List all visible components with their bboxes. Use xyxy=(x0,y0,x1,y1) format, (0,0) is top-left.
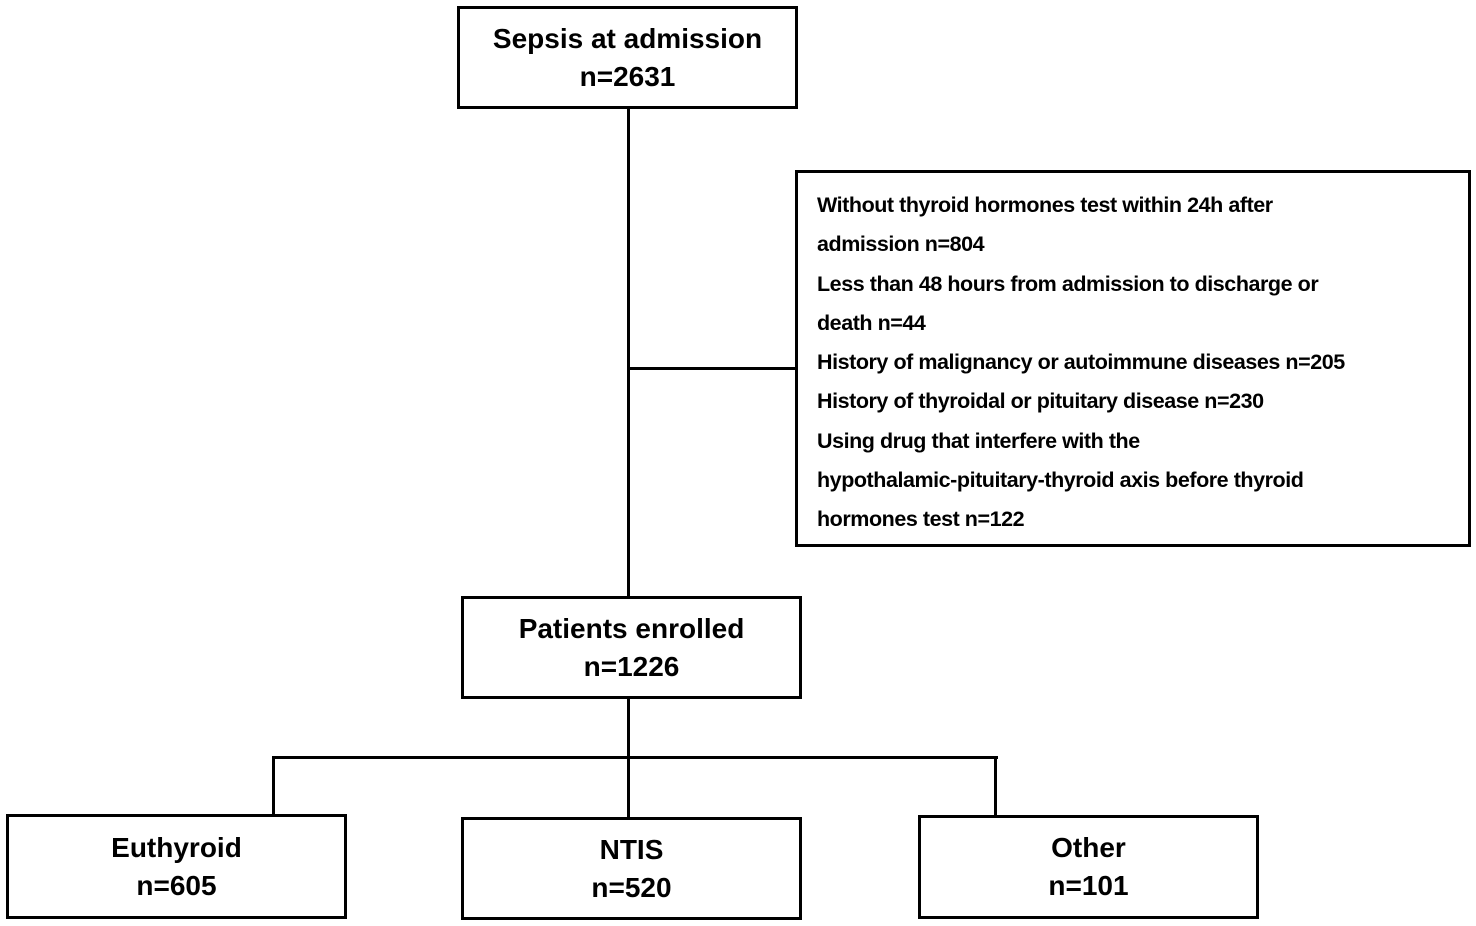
sepsis-count: n=2631 xyxy=(579,60,676,92)
exclusion-line: admission n=804 xyxy=(817,232,985,257)
exclusion-line: death n=44 xyxy=(817,310,926,335)
connector-sepsis-to-enrolled xyxy=(627,107,630,599)
enrolled-count: n=1226 xyxy=(583,650,680,682)
sepsis-title: Sepsis at admission xyxy=(492,22,763,54)
euthyroid-count: n=605 xyxy=(136,869,217,901)
other-box: Other n=101 xyxy=(918,815,1259,919)
exclusion-line: History of thyroidal or pituitary diseas… xyxy=(817,389,1264,414)
other-title: Other xyxy=(1051,832,1126,863)
exclusion-line: Without thyroid hormones test within 24h… xyxy=(817,193,1273,217)
euthyroid-box: Euthyroid n=605 xyxy=(6,814,347,919)
other-count: n=101 xyxy=(1048,870,1129,901)
exclusion-line: hypothalamic-pituitary-thyroid axis befo… xyxy=(817,468,1304,493)
exclusion-line: Less than 48 hours from admission to dis… xyxy=(817,271,1319,296)
exclusions-box: Without thyroid hormones test within 24h… xyxy=(795,170,1471,547)
exclusion-line: hormones test n=122 xyxy=(817,507,1025,532)
enrolled-box: Patients enrolled n=1226 xyxy=(461,596,802,699)
connector-branch-bar xyxy=(272,756,998,759)
ntis-title: NTIS xyxy=(599,833,664,865)
connector-to-other xyxy=(994,756,997,817)
exclusion-line: Using drug that interfere with the xyxy=(817,428,1140,453)
exclusion-line: History of malignancy or autoimmune dise… xyxy=(817,350,1345,375)
ntis-count: n=520 xyxy=(591,871,672,903)
euthyroid-title: Euthyroid xyxy=(111,831,242,863)
ntis-box: NTIS n=520 xyxy=(461,817,802,920)
connector-to-exclusions xyxy=(629,367,797,370)
sepsis-box: Sepsis at admission n=2631 xyxy=(457,6,798,109)
enrolled-title: Patients enrolled xyxy=(518,612,745,644)
connector-to-euthyroid xyxy=(272,756,275,817)
